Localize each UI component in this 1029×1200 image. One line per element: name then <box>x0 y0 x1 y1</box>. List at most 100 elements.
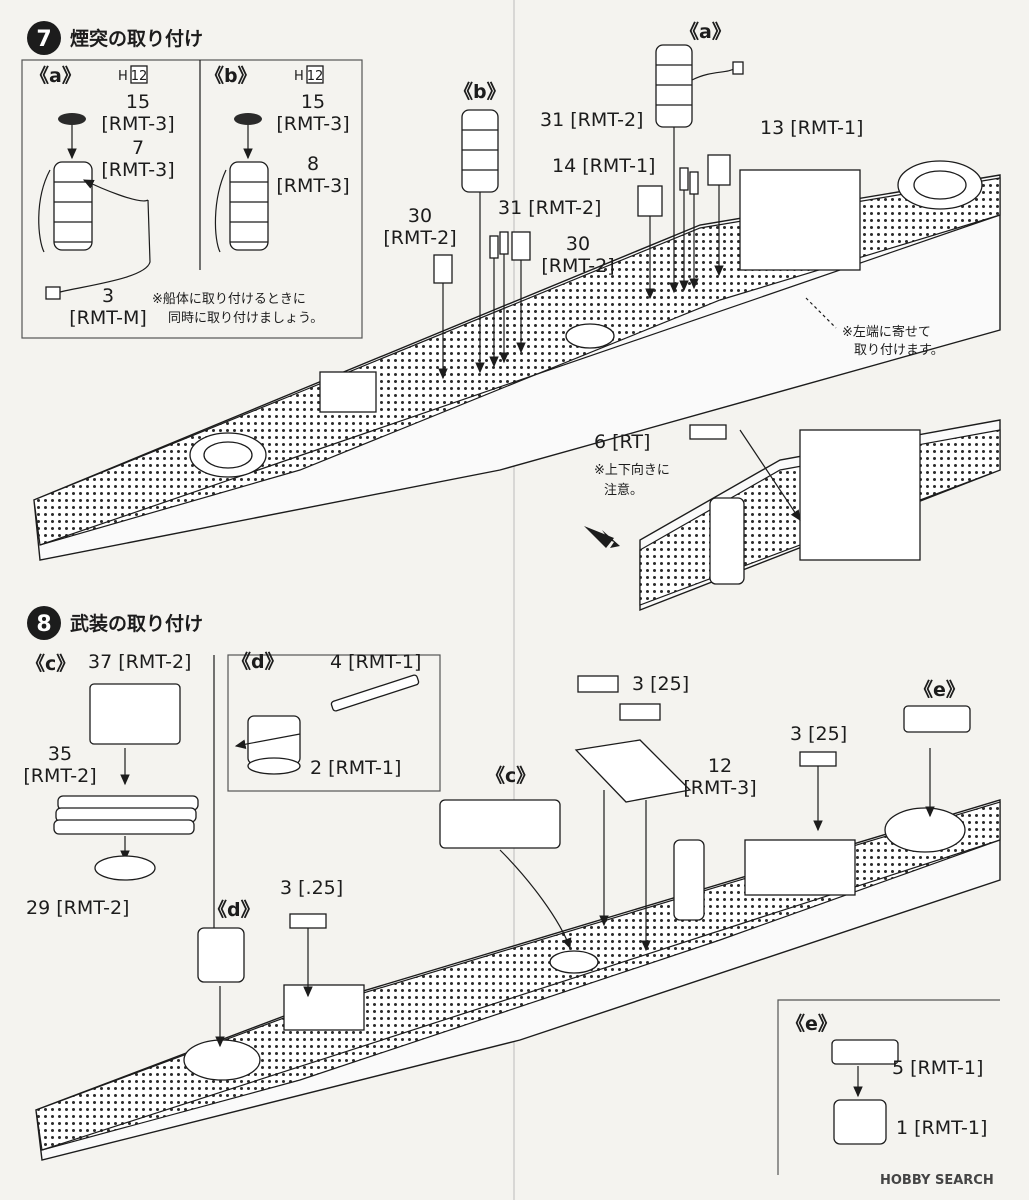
inset-c-tag: 《c》 <box>26 652 75 675</box>
single-mount-base <box>247 757 301 775</box>
part-6-arrow <box>739 429 801 521</box>
sprue-number-b: 12 <box>307 69 324 84</box>
single-mount-part <box>247 715 301 765</box>
gun-barrel-part <box>330 674 420 712</box>
sprue-number-box <box>130 65 148 84</box>
inset-d-tag: 《d》 <box>232 650 284 673</box>
inset-e-frame <box>777 999 1000 1175</box>
aa-platform-12 <box>574 739 692 803</box>
funnel-b-main: 《b》 <box>454 80 506 374</box>
sprue-number-box-b <box>306 65 324 84</box>
step-7-number: 7 <box>36 27 51 52</box>
funnel-part-b <box>214 161 269 253</box>
inset-c: 《c》 37 [RMT-2] 35 [RMT-2] 29 [RMT-2] <box>23 651 215 935</box>
step7-inset-frame <box>21 59 363 339</box>
main-c-tag: 《c》 <box>486 764 535 787</box>
label-35-code: [RMT-2] <box>23 765 96 787</box>
main-d-tag: 《d》 <box>208 898 260 921</box>
part-15b-num: 15 <box>301 91 325 113</box>
label-3-b: 3 [25] <box>790 723 847 745</box>
note-left-align-2: 取り付けます。 <box>854 343 944 358</box>
gun-barrels-part <box>53 795 199 835</box>
part-31-a2 <box>689 171 699 195</box>
deck-opening <box>565 323 615 349</box>
inset-d-frame <box>227 654 441 792</box>
aft-superstructure-8 <box>744 839 856 896</box>
funnel-cap-part <box>58 113 86 125</box>
part-31-a1 <box>679 167 689 191</box>
funnel-part-a <box>38 161 93 253</box>
main-a-tag: 《a》 <box>680 20 731 43</box>
funnel-cap-part-b <box>234 113 262 125</box>
inset-a-tag: 《a》 <box>30 64 81 87</box>
sprue-letter: H <box>118 69 128 84</box>
aft-superstructure <box>739 169 861 271</box>
main-b-tag: 《b》 <box>454 80 506 103</box>
label-31-a: 31 [RMT-2] <box>540 109 643 131</box>
sprue-letter-b: H <box>294 69 304 84</box>
inset-e: 《e》 5 [RMT-1] 1 [RMT-1] <box>786 1012 987 1145</box>
label-1: 1 [RMT-1] <box>896 1117 987 1139</box>
step-8-badge <box>27 606 61 640</box>
part-30-a <box>433 254 453 284</box>
funnel-a-main: 《a》 <box>655 20 744 294</box>
step-7-badge <box>27 21 61 55</box>
label-30-b-code: [RMT-2] <box>541 255 614 277</box>
watermark: HOBBY SEARCH <box>880 1173 994 1188</box>
note-left-align-1: ※左端に寄せて <box>842 324 931 340</box>
detail-superstructure <box>799 429 921 561</box>
view-arrow-head <box>584 526 614 548</box>
detail-funnel <box>709 497 745 585</box>
part-30-b <box>511 231 531 261</box>
step-8-number: 8 <box>36 612 51 637</box>
part-31-b1 <box>489 235 499 259</box>
turret-ring-fore-8 <box>183 1039 261 1081</box>
detail-note-2: 注意。 <box>604 482 643 498</box>
step-8-header: 8 武装の取り付け <box>27 606 203 640</box>
aa-gun-c <box>799 751 837 767</box>
label-13: 13 [RMT-1] <box>760 117 863 139</box>
sprue-number: 12 <box>131 69 148 84</box>
step-8-title: 武装の取り付け <box>70 612 203 635</box>
steam-pipe-part <box>59 199 151 293</box>
funnel-8 <box>673 839 705 921</box>
label-35-num: 35 <box>48 743 72 765</box>
part-3-code: [RMT-M] <box>69 307 147 329</box>
label-2: 2 [RMT-1] <box>310 757 401 779</box>
step-7-title: 煙突の取り付け <box>70 27 203 50</box>
label-6: 6 [RT] <box>594 431 650 453</box>
twin-gun-part <box>831 1039 899 1065</box>
turret-base-part <box>94 855 156 881</box>
part-6 <box>689 424 727 440</box>
label-31-b: 31 [RMT-2] <box>498 197 601 219</box>
label-37: 37 [RMT-2] <box>88 651 191 673</box>
label-3-c: 3 [.25] <box>280 877 343 899</box>
label-5: 5 [RMT-1] <box>892 1057 983 1079</box>
part-3-block <box>45 286 61 300</box>
label-12-code: [RMT-3] <box>683 777 756 799</box>
part-3-num: 3 <box>102 285 114 307</box>
detail-note-1: ※上下向きに <box>594 462 670 478</box>
main-e-tag: 《e》 <box>914 678 965 701</box>
main-turret-c <box>439 799 561 849</box>
label-3-a: 3 [25] <box>632 673 689 695</box>
part-8-code: [RMT-3] <box>276 175 349 197</box>
inset-e-tag: 《e》 <box>786 1012 837 1035</box>
aa-gun-b <box>619 703 661 721</box>
aa-gun-d <box>289 913 327 929</box>
note-leader <box>805 297 837 329</box>
part-13 <box>707 154 731 186</box>
inset-b: 《b》 H 12 15 [RMT-3] 8 [RMT-3] <box>205 64 350 253</box>
step8-ship <box>35 799 1001 1161</box>
pipe-arrow <box>82 179 149 202</box>
small-parts-7 <box>433 154 731 380</box>
twin-mount-part <box>833 1099 887 1145</box>
part-15-num: 15 <box>126 91 150 113</box>
step7-ship <box>33 160 1001 561</box>
turret-ring-fore-inner <box>203 441 253 469</box>
step8-parts: 3 [25] 12 [RMT-3] 3 [25] 《e》 《c》 《d》 3 [… <box>197 673 971 1048</box>
part-15-code: [RMT-3] <box>101 113 174 135</box>
part-15b-code: [RMT-3] <box>276 113 349 135</box>
part-8-num: 8 <box>307 153 319 175</box>
